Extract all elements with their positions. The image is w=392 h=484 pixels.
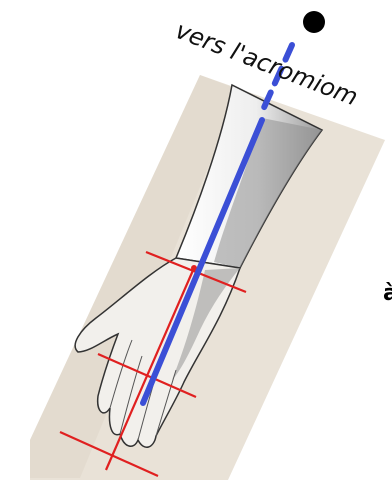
cut-off-text: à xyxy=(383,283,392,305)
acromion-dot xyxy=(303,11,325,33)
